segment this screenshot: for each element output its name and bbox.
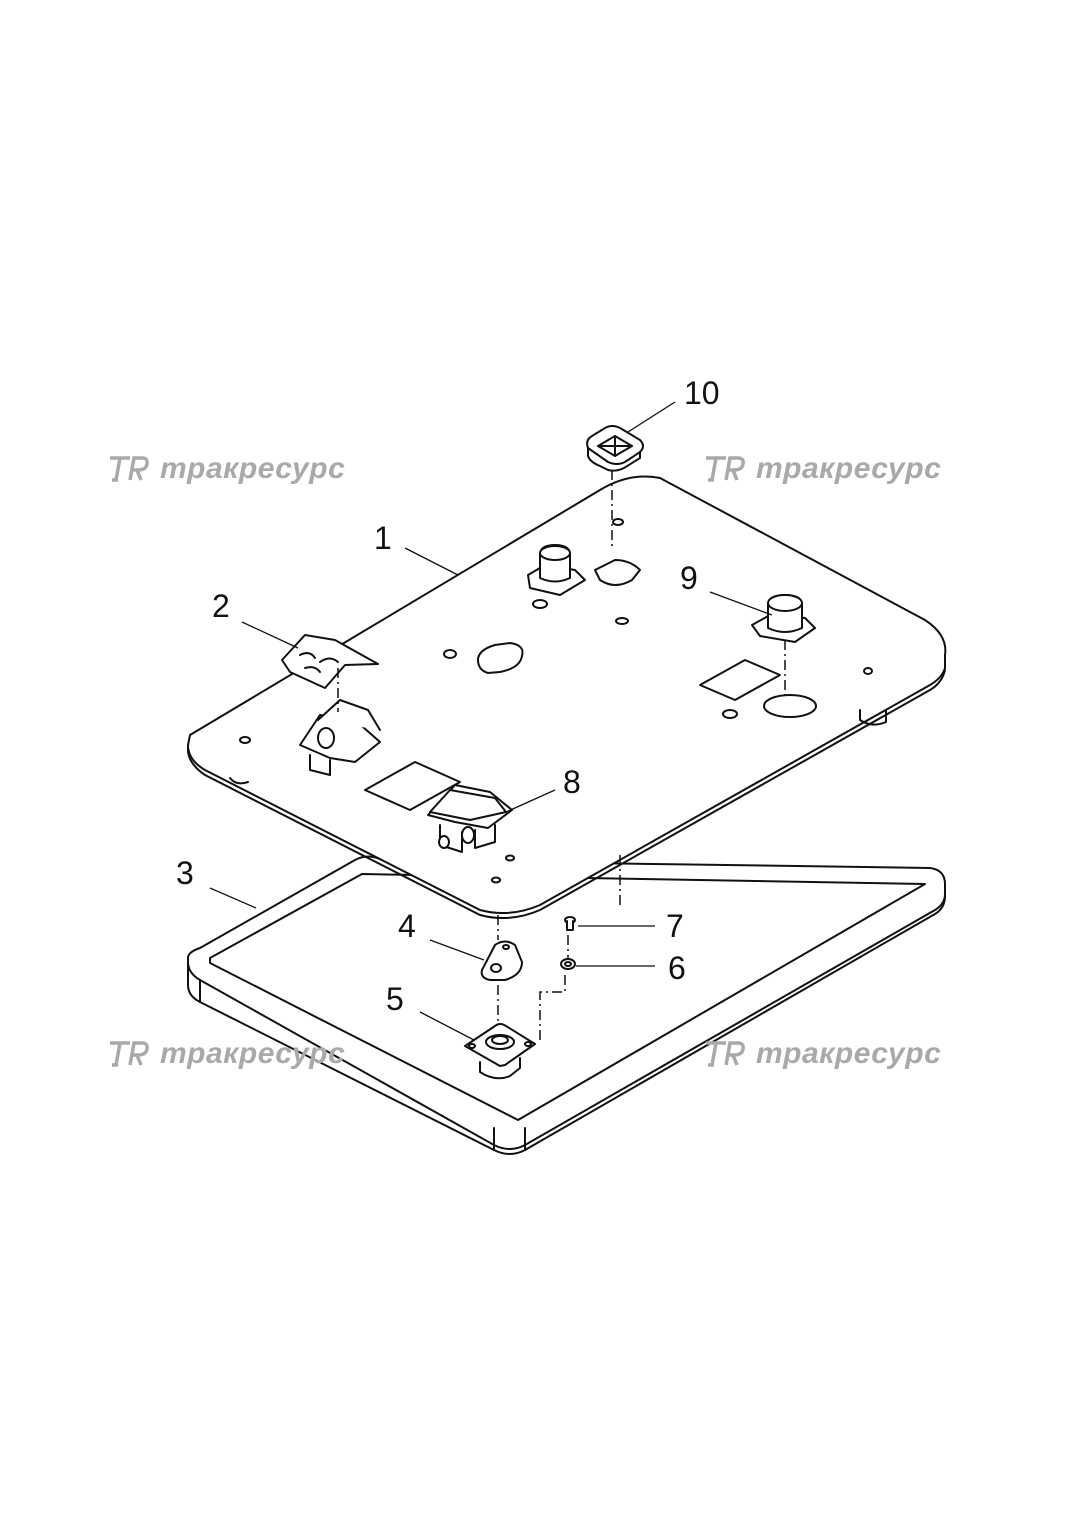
watermark-text: трак­ресурс [160, 452, 346, 485]
watermark-top-right: трак­ресурс [704, 452, 941, 486]
bolt-part [564, 916, 576, 931]
washer-part [560, 958, 576, 970]
watermark-text: трак­ресурс [756, 452, 942, 485]
logo-icon [706, 456, 745, 482]
spacer-part [480, 940, 523, 981]
bracket-part [299, 699, 381, 776]
isolator-part [464, 1023, 536, 1080]
frame-part [187, 855, 946, 1155]
callout-7: 7 [666, 908, 684, 944]
watermark-text: трак­ресурс [756, 1037, 942, 1070]
logo-icon [706, 1041, 745, 1067]
watermark-text: трак­ресурс [160, 1037, 346, 1070]
shim-part [281, 634, 379, 689]
bracket-shim-part [427, 784, 513, 853]
watermark-bottom-right: трак­ресурс [704, 1037, 941, 1071]
assembly-lines [337, 470, 786, 1040]
callout-5: 5 [386, 981, 404, 1017]
logo-icon [110, 1041, 149, 1067]
leader-lines [209, 401, 773, 1041]
mount-left-part [527, 544, 586, 596]
watermark-bottom-left: трак­ресурс [108, 1037, 345, 1071]
mount-right-part [751, 594, 816, 643]
logo-icon [110, 456, 149, 482]
callout-4: 4 [398, 908, 416, 944]
callout-10: 10 [684, 375, 720, 411]
callout-8: 8 [563, 764, 581, 800]
callout-9: 9 [680, 560, 698, 596]
callout-6: 6 [668, 950, 686, 986]
callout-2: 2 [212, 588, 230, 624]
plate-part [187, 475, 947, 920]
cap-part [586, 425, 644, 472]
callout-3: 3 [176, 855, 194, 891]
watermark-top-left: трак­ресурс [108, 452, 345, 486]
callout-1: 1 [374, 520, 392, 556]
